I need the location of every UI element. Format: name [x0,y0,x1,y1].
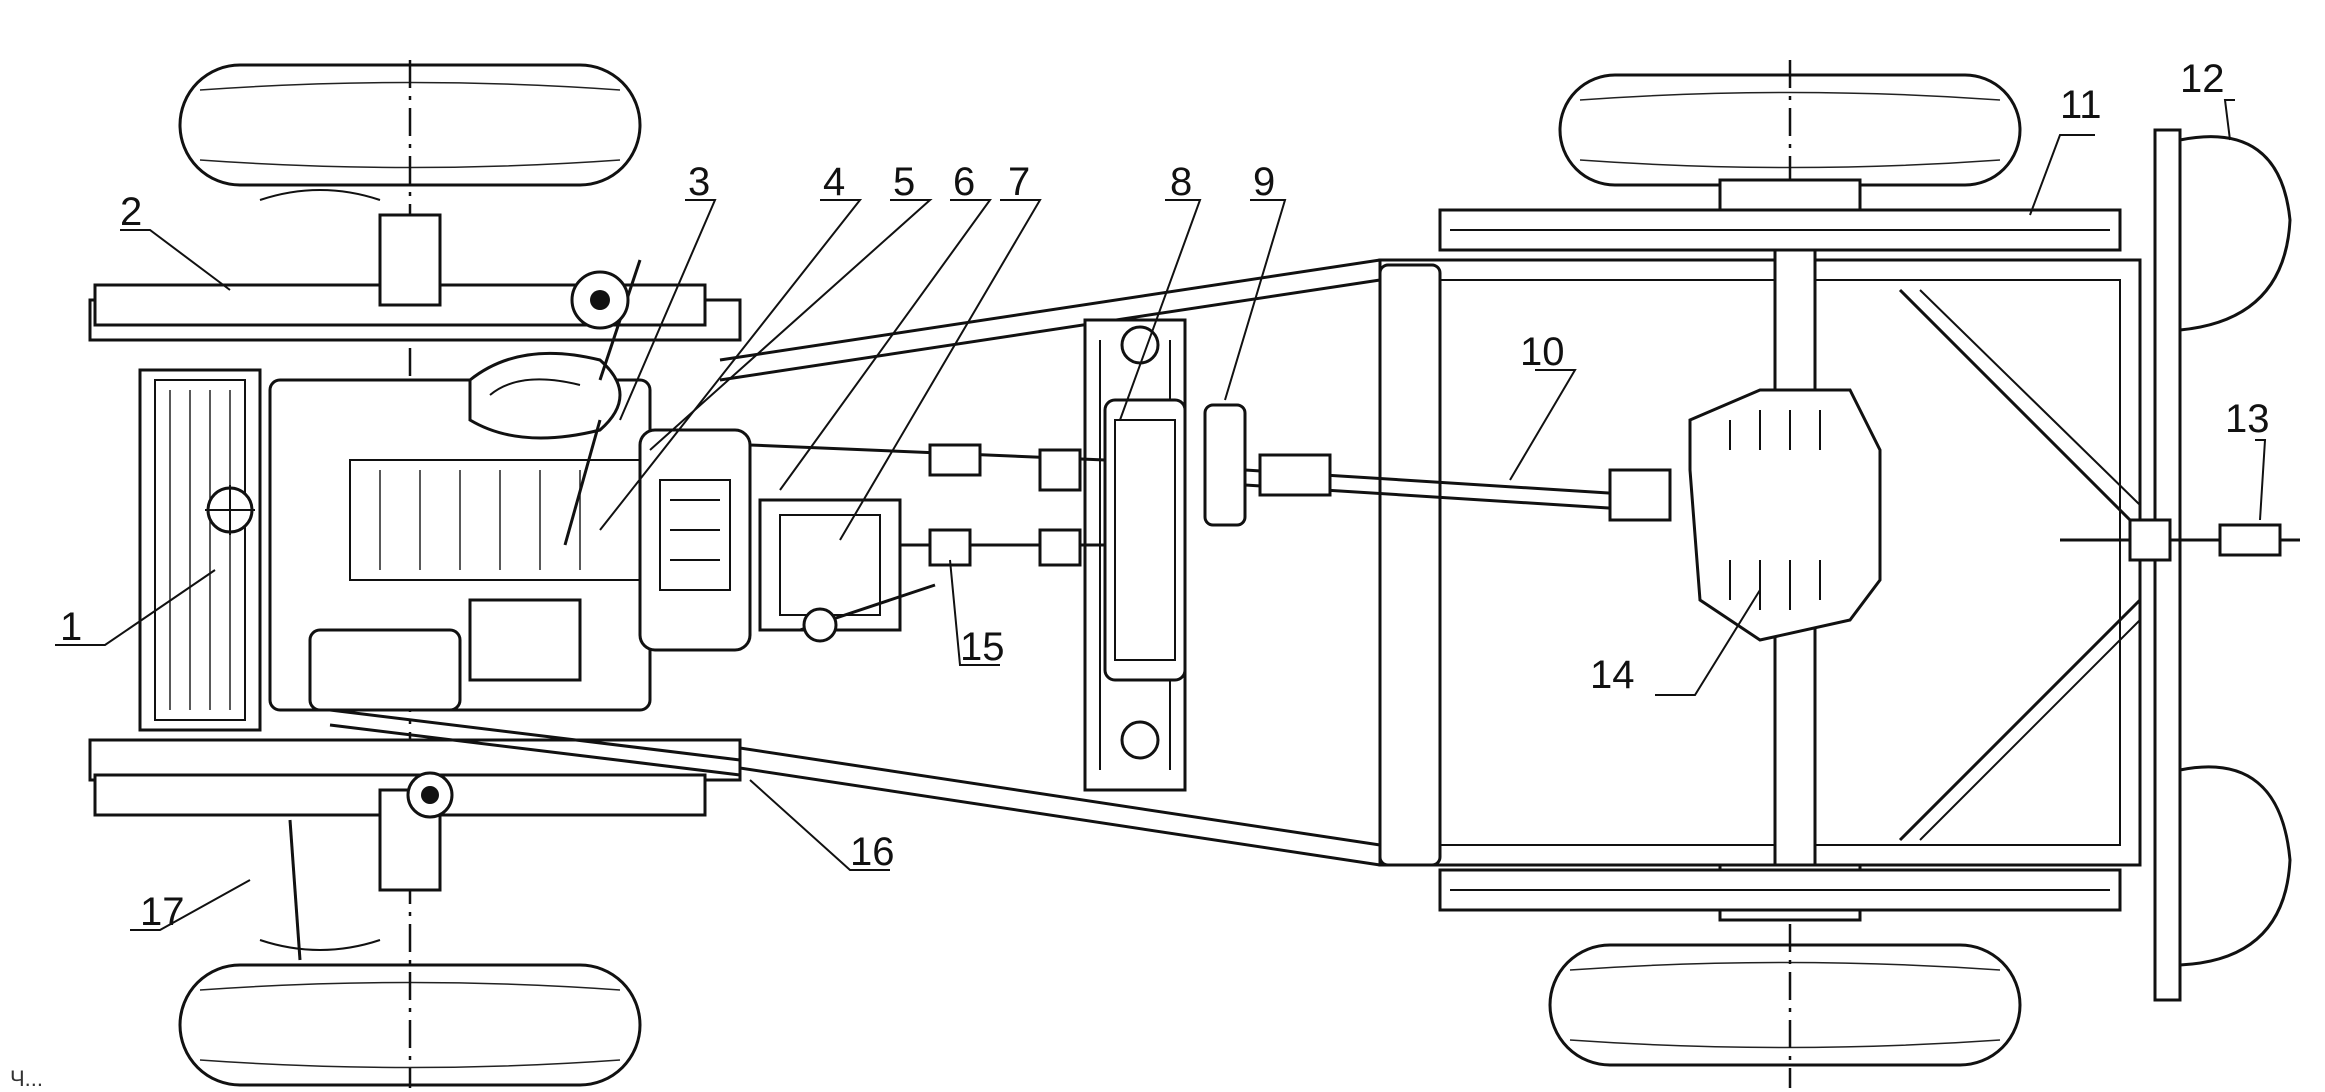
callout-labels: 1 2 3 4 5 6 7 8 9 10 11 12 13 14 15 16 1… [60,57,2270,934]
callout-14: 14 [1590,653,1635,697]
spare-wheels [2178,135,2292,967]
caption-fragment: Ч... [10,1066,43,1091]
callout-leaders [55,99,2267,931]
propeller-shafts [749,403,1672,567]
gearbox [758,498,936,643]
steering-column [329,708,741,777]
radiator [138,368,262,732]
callout-4: 4 [823,160,845,204]
callout-2: 2 [120,190,142,234]
tow-hitch [2060,518,2300,562]
callout-7: 7 [1008,160,1030,204]
callout-8: 8 [1170,160,1192,204]
callout-10: 10 [1520,330,1565,374]
engine [268,259,652,712]
callout-1: 1 [60,605,82,649]
callout-3: 3 [688,160,710,204]
rear-right-wheel [1548,943,2022,1067]
callout-16: 16 [850,830,895,874]
callout-5: 5 [893,160,915,204]
steering-tie-rod [288,819,302,961]
callout-13: 13 [2225,397,2270,441]
callout-12: 12 [2180,57,2225,101]
clutch-housing [638,428,752,652]
callout-6: 6 [953,160,975,204]
callout-11: 11 [2060,83,2102,127]
callout-15: 15 [960,625,1005,669]
rear-axle [1688,178,1882,922]
callout-17: 17 [140,890,185,934]
rear-leaf-springs [1438,208,2122,912]
callout-9: 9 [1253,160,1275,204]
